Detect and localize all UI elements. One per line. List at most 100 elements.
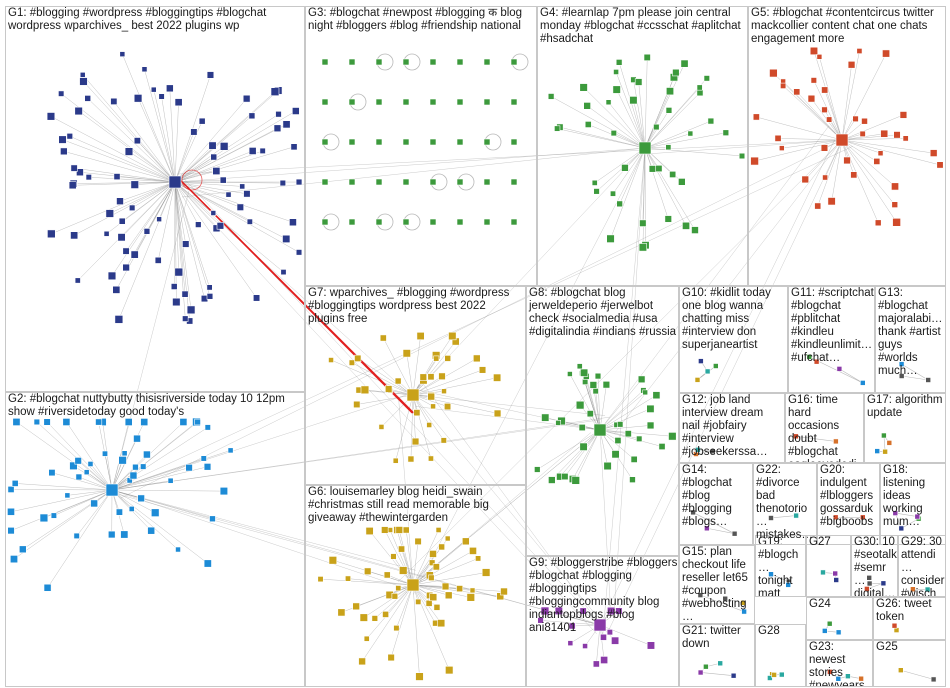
small-group-node [835, 675, 842, 682]
g6-node [481, 568, 491, 577]
g1-node [122, 247, 130, 255]
edge [76, 489, 113, 537]
g4-node [665, 107, 673, 114]
edge [796, 91, 843, 141]
edge [559, 429, 601, 477]
edge [78, 110, 176, 183]
edge [412, 394, 416, 442]
g1-node [190, 128, 198, 136]
small-group-node [866, 574, 873, 581]
g2-node [143, 450, 151, 459]
group-label: G5: #blogchat #contentcircus twitter mac… [751, 7, 934, 45]
cross-edge [412, 394, 606, 416]
edge [770, 515, 797, 519]
edge [396, 529, 414, 586]
small-group-node [835, 629, 842, 636]
g2-node [203, 559, 212, 568]
group-panel-g10: G10: #kidlit today one blog wanna chatti… [679, 286, 788, 393]
edge [564, 429, 601, 477]
g4-node [653, 123, 660, 131]
cross-edge [412, 394, 597, 617]
group-label: G30: 10 #seotalk #semr… digital… [854, 536, 897, 597]
edge [161, 96, 176, 183]
edge [895, 512, 918, 517]
g4-node [722, 129, 730, 136]
edge [412, 558, 479, 586]
cross-edge [174, 181, 419, 402]
g1-node [279, 179, 286, 187]
g1-node [74, 106, 83, 116]
edge [901, 518, 919, 529]
group-label: G14: #blogchat #blog #blogging #blogs… [682, 464, 732, 528]
g1-node [103, 230, 110, 237]
edge [16, 421, 113, 491]
small-group-node [690, 509, 696, 516]
g3-node [456, 58, 464, 66]
cross-edge [181, 147, 646, 198]
g1-node [186, 305, 196, 315]
small-group-node [897, 667, 904, 674]
g2-node [64, 492, 71, 499]
g7-node [448, 331, 457, 341]
edge [119, 181, 176, 202]
edge [53, 489, 113, 516]
edge [63, 151, 176, 183]
g2-node [209, 515, 216, 523]
edge [412, 572, 487, 586]
g3-node [321, 58, 329, 66]
g3-node [375, 138, 383, 146]
g5-node [847, 60, 856, 69]
edge [700, 672, 734, 676]
g1-node-hub [168, 175, 182, 189]
edge [599, 429, 640, 440]
edge [320, 578, 414, 586]
edge [128, 151, 176, 183]
edge [770, 573, 789, 582]
g3-node [402, 58, 410, 66]
g2-node [179, 418, 188, 426]
g2-node [120, 530, 129, 539]
g2-node [83, 469, 90, 476]
group-panel-g23: G23: newest stories #newyears… [806, 640, 873, 687]
cross-edge [415, 406, 601, 431]
g5-node [877, 150, 884, 157]
g8-node [603, 461, 612, 471]
g7-node [472, 354, 481, 363]
edge [537, 429, 601, 470]
small-group-node [859, 514, 866, 521]
small-group-node [712, 363, 719, 369]
edge [841, 139, 896, 187]
small-group-node [698, 358, 704, 364]
edge [616, 89, 646, 149]
edge [174, 91, 276, 183]
g6-node [395, 526, 404, 534]
group-panel-g15: G15: plan checkout life reseller let65 #… [679, 545, 755, 624]
g3-node [429, 218, 437, 226]
cross-edge [397, 139, 843, 583]
g1-node [79, 77, 88, 86]
node-layer [7, 46, 944, 683]
group-panel-g28: G28 [755, 624, 806, 687]
edge [410, 394, 414, 460]
g5-node-hub [835, 133, 849, 147]
cross-edge [174, 147, 653, 183]
g1-node [141, 66, 148, 73]
g3-node [375, 58, 383, 66]
group-panel-g22: G22: #divorce bad thenotorio… mistakes… [753, 463, 817, 545]
small-group-node [771, 672, 777, 678]
g5-node [874, 219, 882, 227]
g3-node [348, 58, 356, 66]
group-panel-g5: G5: #blogchat #contentcircus twitter mac… [748, 6, 946, 286]
edge [575, 429, 601, 481]
group-panel-g14: G14: #blogchat #blog #blogging #blogs… [679, 463, 753, 545]
g3-node [321, 98, 329, 106]
g7-node [441, 388, 447, 395]
g7-node [354, 354, 362, 362]
edge [174, 98, 247, 183]
small-group-node [740, 599, 746, 606]
group-panel-g8: G8: #blogchat blog jerweldeperio #jerwel… [526, 286, 679, 556]
g4-node [738, 152, 746, 160]
g1-node [253, 294, 261, 302]
g6-node [381, 526, 389, 534]
g6-node [433, 603, 441, 611]
